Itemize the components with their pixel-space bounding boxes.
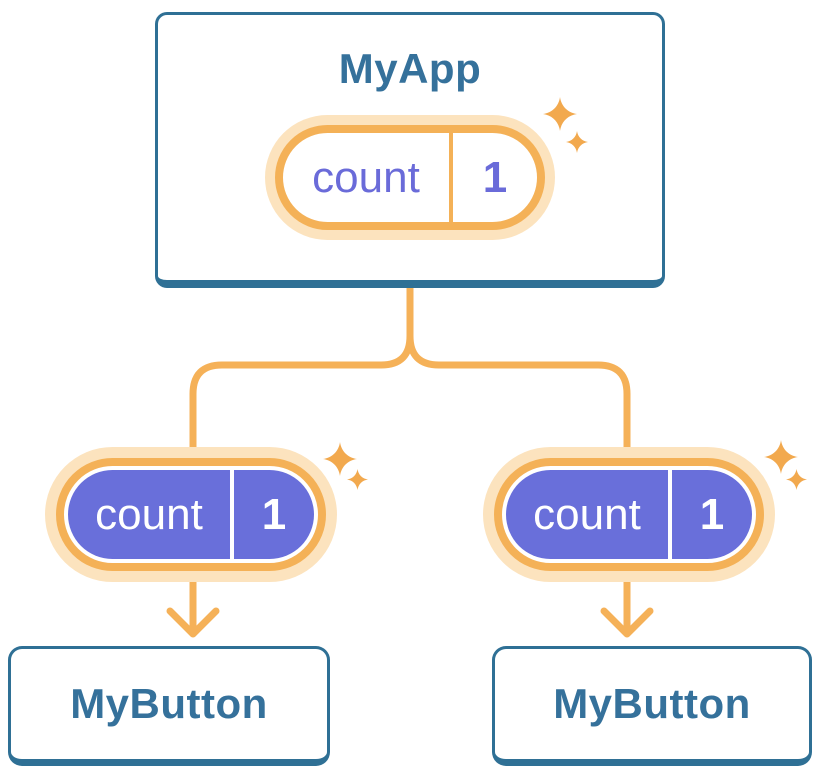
branch-right-line: [406, 281, 631, 637]
root-state-pill: count 1: [265, 115, 555, 240]
left-child-component-title: MyButton: [70, 680, 268, 727]
right-prop-pill: count 1: [483, 447, 775, 582]
left-prop-value: 1: [261, 489, 287, 539]
right-child-component-title: MyButton: [553, 680, 751, 727]
sparkle-icon: [764, 440, 798, 474]
pill-divider: [668, 470, 672, 559]
arrowhead-right-icon: [600, 607, 654, 638]
sparkle-icon: [323, 442, 357, 476]
arrowhead-left-icon: [166, 607, 220, 638]
sparkle-icon: [566, 131, 588, 153]
sparkle-icon: [347, 469, 368, 490]
sparkle-icon: [543, 97, 577, 131]
sparkle-icon: [786, 469, 807, 490]
pill-divider: [230, 470, 234, 559]
right-prop-name: count: [533, 489, 641, 539]
root-state-value: 1: [482, 152, 508, 202]
right-prop-value: 1: [699, 489, 725, 539]
right-child-component-card: MyButton: [492, 646, 812, 766]
root-component-title: MyApp: [338, 45, 482, 92]
left-prop-pill: count 1: [45, 447, 337, 582]
pill-divider: [449, 133, 453, 222]
root-state-name: count: [312, 152, 420, 202]
left-prop-name: count: [95, 489, 203, 539]
left-child-component-card: MyButton: [8, 646, 330, 766]
